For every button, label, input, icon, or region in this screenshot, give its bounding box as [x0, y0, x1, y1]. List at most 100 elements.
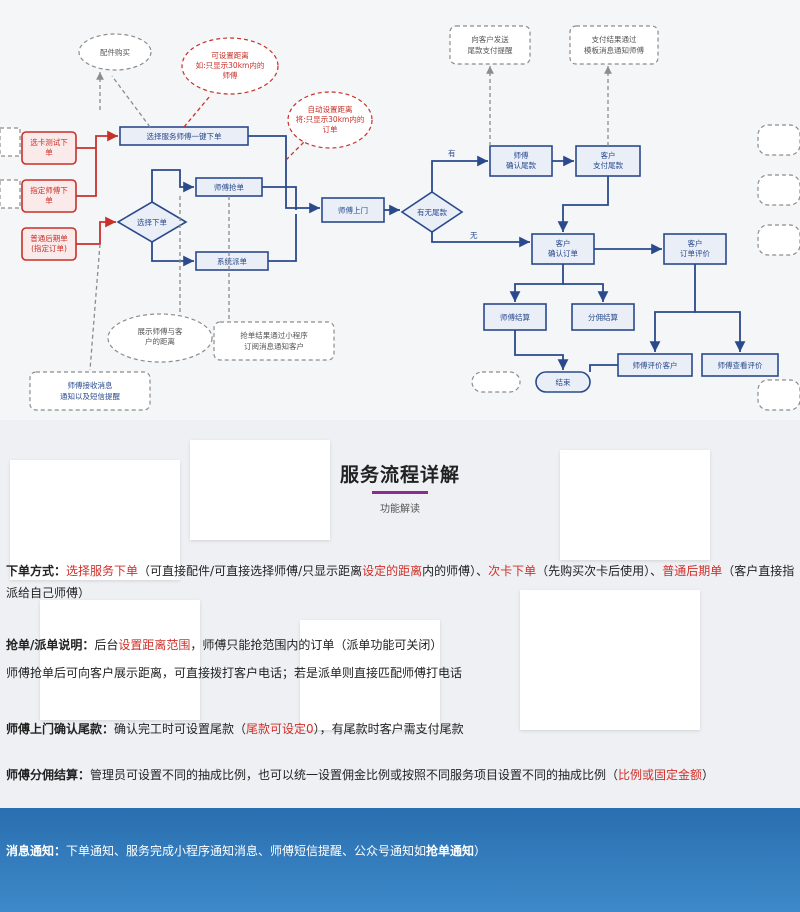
node-worker-review-comment: 师傅评价客户 — [617, 353, 693, 377]
edge — [563, 283, 609, 302]
edge — [76, 130, 118, 149]
service-flowchart: 配件购买 可设置距离如:只显示30km内的师傅 自动设置距离将:只显示30km内… — [0, 25, 800, 411]
node-worker-service: 师傅上门 — [321, 197, 385, 223]
edge-box-right-3 — [757, 224, 800, 256]
edge — [431, 232, 530, 248]
row-segment: 抢单通知 — [426, 844, 475, 858]
row-segment: ） — [474, 844, 487, 858]
svg-text:自动设置距离将:只显示30km内的订单: 自动设置距离将:只显示30km内的订单 — [296, 104, 365, 134]
node-customer-confirm-order: 客户确认订单 — [531, 233, 595, 265]
row-grab-detail: 师傅抢单后可向客户展示距离，可直接拨打客户电话；若是派单则直接匹配师傅打电话 — [6, 662, 796, 684]
bg-tile — [190, 440, 330, 540]
row-segment: 下单通知、服务完成小程序通知消息、师傅短信提醒、公众号通知如 — [66, 844, 427, 858]
bg-tile — [10, 460, 180, 580]
row-segment: （可直接配件/可直接选择师傅/只显示距离 — [138, 564, 363, 578]
edge — [183, 95, 211, 128]
row-segment: （先购买次卡后使用）、 — [536, 564, 663, 578]
row-order-method: 下单方式：选择服务下单（可直接配件/可直接选择师傅/只显示距离设定的距离内的师傅… — [6, 560, 796, 604]
row-segment: ，师傅只能抢范围内的订单（派单功能可关闭） — [190, 638, 443, 652]
node-client-send-reminder: 向客户发送尾款支付提醒 — [449, 25, 531, 65]
section-title: 服务流程详解 — [339, 464, 460, 486]
edge — [76, 216, 116, 245]
svg-text:客户支付尾款: 客户支付尾款 — [593, 150, 623, 170]
node-worker-settle: 师傅结算 — [483, 303, 547, 331]
row-segment: 次卡下单 — [488, 564, 537, 578]
edge — [151, 169, 194, 202]
node-order-mode: 选择下单 — [116, 201, 188, 243]
edge — [268, 214, 297, 262]
edge — [89, 243, 101, 371]
edge — [76, 148, 97, 197]
edge — [589, 364, 618, 372]
node-distance-note: 可设置距离如:只显示30km内的师傅 — [181, 37, 279, 95]
svg-text:向客户发送尾款支付提醒: 向客户发送尾款支付提醒 — [468, 34, 513, 55]
svg-text:抢单结果通过小程序订阅消息通知客户: 抢单结果通过小程序订阅消息通知客户 — [240, 330, 308, 351]
svg-text:师傅接收消息通知以及短信提醒: 师傅接收消息通知以及短信提醒 — [60, 380, 120, 401]
node-text: 分佣结算 — [588, 312, 618, 322]
svg-text:指定师傅下单: 指定师傅下单 — [30, 185, 68, 205]
row-grab-dispatch: 抢单/派单说明：后台设置距离范围，师傅只能抢范围内的订单（派单功能可关闭） — [6, 634, 796, 656]
node-auto-dispatch-note: 自动设置距离将:只显示30km内的订单 — [287, 91, 373, 149]
node-text: 师傅查看评价 — [718, 360, 763, 370]
node-text: 师傅结算 — [500, 312, 530, 322]
row-segment: ），有尾款时客户需支付尾款 — [313, 722, 464, 736]
node-empty-terminal — [471, 371, 521, 393]
node-decide-final-payment: 有无尾款 — [400, 191, 464, 233]
node-select-worker-order: 选择服务师傅一键下单 — [119, 126, 249, 146]
svg-text:客户订单评价: 客户订单评价 — [680, 238, 710, 258]
node-pay-result-notify: 支付结果通过模板消息通知师傅 — [569, 25, 659, 65]
node-customer-rate-order: 客户订单评价 — [663, 233, 727, 265]
edge — [248, 135, 320, 214]
row-segment: 内的师傅）、 — [422, 564, 489, 578]
node-customer-pay-final: 客户支付尾款 — [575, 145, 641, 177]
node-worker-rated-view: 师傅查看评价 — [701, 353, 779, 377]
node-choose-order: 选卡测试下单 — [21, 131, 77, 165]
node-reserve-order: 指定师傅下单 — [21, 179, 77, 213]
row-segment: （客户直接指派给自己师傅） — [6, 564, 795, 600]
row-segment: 设定的距离 — [362, 564, 423, 578]
edge-box-left-1 — [0, 127, 21, 157]
node-text: 有无尾款 — [417, 207, 447, 217]
edge — [262, 186, 297, 210]
edge — [285, 139, 307, 161]
edge — [695, 311, 746, 352]
row-label: 抢单/派单说明： — [6, 638, 95, 652]
node-worker-grab: 师傅抢单 — [195, 177, 263, 197]
bg-tile — [40, 600, 200, 720]
edge — [431, 155, 488, 192]
row-segment: ） — [702, 768, 715, 782]
bg-tile — [520, 590, 700, 730]
bg-tile — [300, 620, 440, 730]
edge-box-left-2 — [0, 179, 21, 209]
node-worker-receive-msg: 师傅接收消息通知以及短信提醒 — [29, 371, 151, 411]
node-split-settle: 分佣结算 — [571, 303, 635, 331]
row-notifications: 消息通知：下单通知、服务完成小程序通知消息、师傅短信提醒、公众号通知如抢单通知） — [6, 840, 796, 862]
edge-box-right-2 — [757, 174, 800, 206]
row-label: 师傅上门确认尾款： — [6, 722, 115, 736]
node-text: 配件购买 — [100, 47, 130, 57]
edge — [514, 330, 569, 370]
section-header: 服务流程详解 功能解读 — [0, 460, 800, 515]
edge — [111, 75, 151, 128]
row-commission: 师傅分佣结算：管理员可设置不同的抽成比例，也可以统一设置佣金比例或按照不同服务项… — [6, 764, 796, 786]
row-label: 消息通知： — [6, 844, 67, 858]
row-label: 下单方式： — [6, 564, 67, 578]
row-final-payment: 师傅上门确认尾款：确认完工时可设置尾款（尾款可设定0），有尾款时客户需支付尾款 — [6, 718, 796, 740]
node-text: 选择服务师傅一键下单 — [147, 131, 222, 141]
row-segment: 师傅抢单后可向客户展示距离，可直接拨打客户电话；若是派单则直接匹配师傅打电话 — [6, 666, 463, 680]
edge-box-right-1 — [757, 124, 800, 156]
node-text: 师傅抢单 — [214, 182, 244, 192]
node-finish: 结束 — [535, 371, 591, 393]
bg-tile — [560, 450, 710, 560]
edge — [557, 176, 609, 232]
notification-band — [0, 808, 800, 912]
node-worker-confirm-fee: 师傅确认尾款 — [489, 145, 553, 177]
row-segment: 比例或固定金额 — [618, 768, 703, 782]
edge — [151, 242, 194, 267]
edge — [509, 264, 564, 302]
svg-text:选卡测试下单: 选卡测试下单 — [30, 137, 68, 157]
flowchart-area: 配件购买 可设置距离如:只显示30km内的师傅 自动设置距离将:只显示30km内… — [0, 0, 800, 420]
node-text: 选择下单 — [137, 217, 167, 227]
node-show-contact: 展示师傅与客户的距离 — [107, 313, 213, 363]
node-parts-purchase: 配件购买 — [78, 33, 152, 71]
